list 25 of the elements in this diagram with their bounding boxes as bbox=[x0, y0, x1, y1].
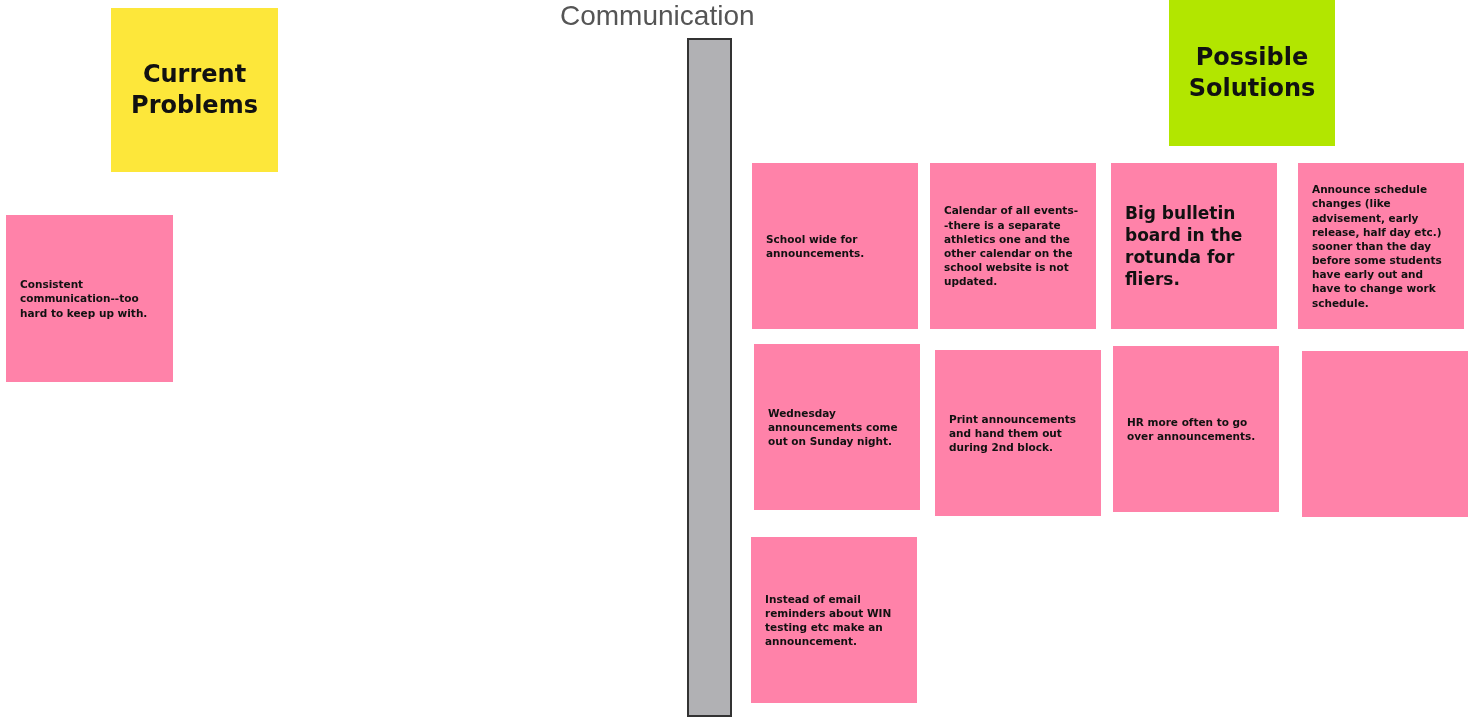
note-text: Calendar of all events--there is a separate athletics one and the other calendar on the school website is not updated. bbox=[944, 203, 1079, 289]
header-text: Current Problems bbox=[130, 58, 259, 121]
sticky-note bbox=[930, 163, 1096, 329]
note-text: Consistent communication--too hard to keep up with. bbox=[20, 277, 149, 320]
sticky-note bbox=[1113, 346, 1279, 512]
note-text: HR more often to go over announcements. bbox=[1127, 414, 1257, 444]
sticky-note bbox=[6, 215, 173, 382]
note-text: Wednesday announcements come out on Sunday night. bbox=[768, 405, 899, 449]
sticky-note bbox=[754, 344, 920, 510]
sticky-note bbox=[1111, 163, 1277, 329]
divider-bar bbox=[687, 38, 732, 717]
note-text: Instead of email reminders about WIN testing etc make an announcement. bbox=[765, 591, 893, 649]
note-text: Announce schedule changes (like advisement, early release, half day etc.) sooner than the day before some students have early out and have to change work schedule. bbox=[1312, 182, 1443, 310]
note-text: Big bulletin board in the rotunda for fliers. bbox=[1125, 201, 1244, 291]
header-sticky-note bbox=[111, 8, 278, 172]
note-text: Print announcements and hand them out during 2nd block. bbox=[949, 411, 1077, 455]
sticky-note bbox=[752, 163, 918, 329]
sticky-note bbox=[935, 350, 1101, 516]
header-sticky-note bbox=[1169, 0, 1335, 146]
header-text: Possible Solutions bbox=[1187, 41, 1317, 104]
note-text: School wide for announcements. bbox=[766, 231, 866, 261]
sticky-note bbox=[1298, 163, 1464, 329]
sticky-note bbox=[751, 537, 917, 703]
board-title: Communication bbox=[560, 0, 755, 32]
sticky-note bbox=[1302, 351, 1468, 517]
